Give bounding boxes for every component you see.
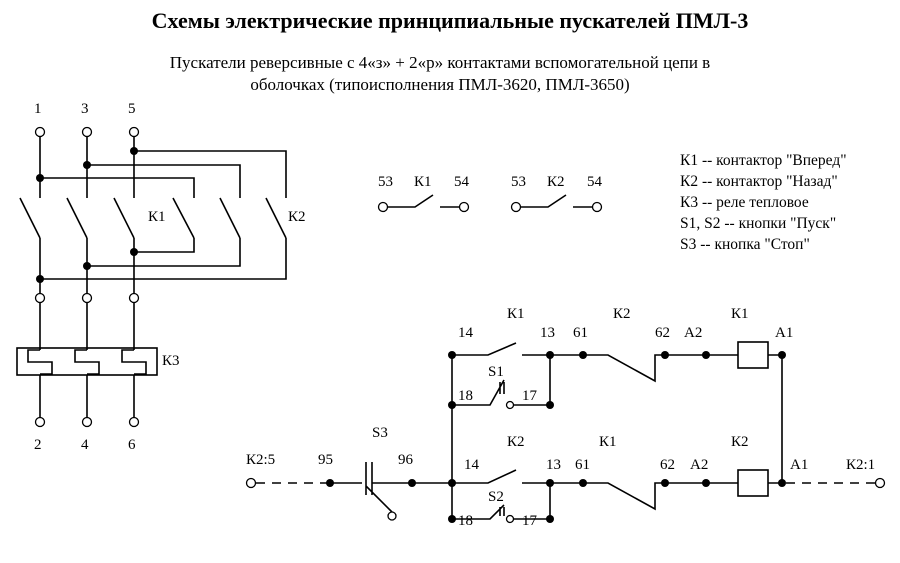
terminal-label-5: 5 xyxy=(128,101,136,117)
legend-item-k2: К2 -- контактор "Назад" xyxy=(680,173,838,190)
r2-k2-label: К2 xyxy=(507,434,525,450)
s1-label: S1 xyxy=(488,364,504,380)
r1-k1-label: К1 xyxy=(507,306,525,322)
r1-terminal-61: 61 xyxy=(573,325,588,341)
page-subtitle: Пускатели реверсивные с 4«з» + 2«р» конт… xyxy=(60,52,820,96)
s2-terminal-17: 17 xyxy=(522,513,538,529)
aux-k1-label: К1 xyxy=(414,174,432,190)
r1-terminal-62: 62 xyxy=(655,325,670,341)
page-title: Схемы электрические принципиальные пуска… xyxy=(151,8,749,33)
k2-main-contacts xyxy=(172,197,287,239)
terminal-3 xyxy=(81,126,93,138)
r2-terminal-a2: А2 xyxy=(690,457,708,473)
k1-label: К1 xyxy=(148,209,166,225)
terminal-label-1: 1 xyxy=(34,101,42,117)
s3-terminal-95: 95 xyxy=(318,452,333,468)
terminal-label-6: 6 xyxy=(128,437,136,453)
aux-contact-k1: 53 К1 54 xyxy=(377,174,470,213)
r2-terminal-62: 62 xyxy=(660,457,675,473)
r2-terminal-14: 14 xyxy=(464,457,480,473)
aux-k1-terminal-54: 54 xyxy=(454,174,470,190)
s3-label: S3 xyxy=(372,425,388,441)
k2-label: К2 xyxy=(288,209,306,225)
s1-terminal-17: 17 xyxy=(522,388,538,404)
r2-coil-label: К2 xyxy=(731,434,749,450)
aux-k2-terminal-54: 54 xyxy=(587,174,603,190)
legend: К1 -- контактор "Вперед" К2 -- контактор… xyxy=(680,150,847,255)
coil-k2 xyxy=(737,469,769,497)
r2-k1-label: К1 xyxy=(599,434,617,450)
terminal-label-3: 3 xyxy=(81,101,89,117)
s2-terminal-18: 18 xyxy=(458,513,473,529)
r1-k2-label: К2 xyxy=(613,306,631,322)
r1-terminal-13: 13 xyxy=(540,325,555,341)
subtitle-line-2: оболочках (типоисполнения ПМЛ-3620, ПМЛ-… xyxy=(250,75,630,94)
k1-main-contacts xyxy=(19,197,135,239)
subtitle-line-1: Пускатели реверсивные с 4«з» + 2«р» конт… xyxy=(169,53,711,72)
r1-coil-label: К1 xyxy=(731,306,749,322)
terminal-5 xyxy=(128,126,140,138)
terminal-6 xyxy=(128,416,140,428)
terminal-2 xyxy=(34,416,46,428)
terminal-label-4: 4 xyxy=(81,437,89,453)
coil-k1 xyxy=(737,341,769,369)
s3-terminal-96: 96 xyxy=(398,452,414,468)
s1-terminal-18: 18 xyxy=(458,388,473,404)
legend-item-k1: К1 -- контактор "Вперед" xyxy=(680,152,847,169)
aux-k2-label: К2 xyxy=(547,174,565,190)
r1-terminal-a2: А2 xyxy=(684,325,702,341)
left-ref-label: К2:5 xyxy=(246,452,275,468)
legend-item-s3: S3 -- кнопка "Стоп" xyxy=(680,236,810,253)
r2-terminal-13: 13 xyxy=(546,457,561,473)
terminal-1 xyxy=(34,126,46,138)
r2-terminal-61: 61 xyxy=(575,457,590,473)
start-button-s2 xyxy=(452,483,551,520)
control-circuit: К1 14 13 61 К2 62 А2 К1 А1 S1 18 17 К2 1… xyxy=(245,306,886,529)
s2-label: S2 xyxy=(488,489,504,505)
legend-item-s1-s2: S1, S2 -- кнопки "Пуск" xyxy=(680,215,837,232)
aux-contact-k2: 53 К2 54 xyxy=(510,174,603,213)
k3-label: К3 xyxy=(162,353,180,369)
aux-k1-terminal-53: 53 xyxy=(378,174,393,190)
terminal-label-2: 2 xyxy=(34,437,42,453)
start-button-s1 xyxy=(452,355,551,406)
aux-k2-terminal-53: 53 xyxy=(511,174,526,190)
r2-terminal-a1: А1 xyxy=(790,457,808,473)
r1-terminal-a1: А1 xyxy=(775,325,793,341)
terminal-4 xyxy=(81,416,93,428)
power-circuit: 1 3 5 К1 К2 xyxy=(16,101,306,453)
r1-terminal-14: 14 xyxy=(458,325,474,341)
legend-item-k3: К3 -- реле тепловое xyxy=(680,194,809,211)
right-ref-label: К2:1 xyxy=(846,457,875,473)
